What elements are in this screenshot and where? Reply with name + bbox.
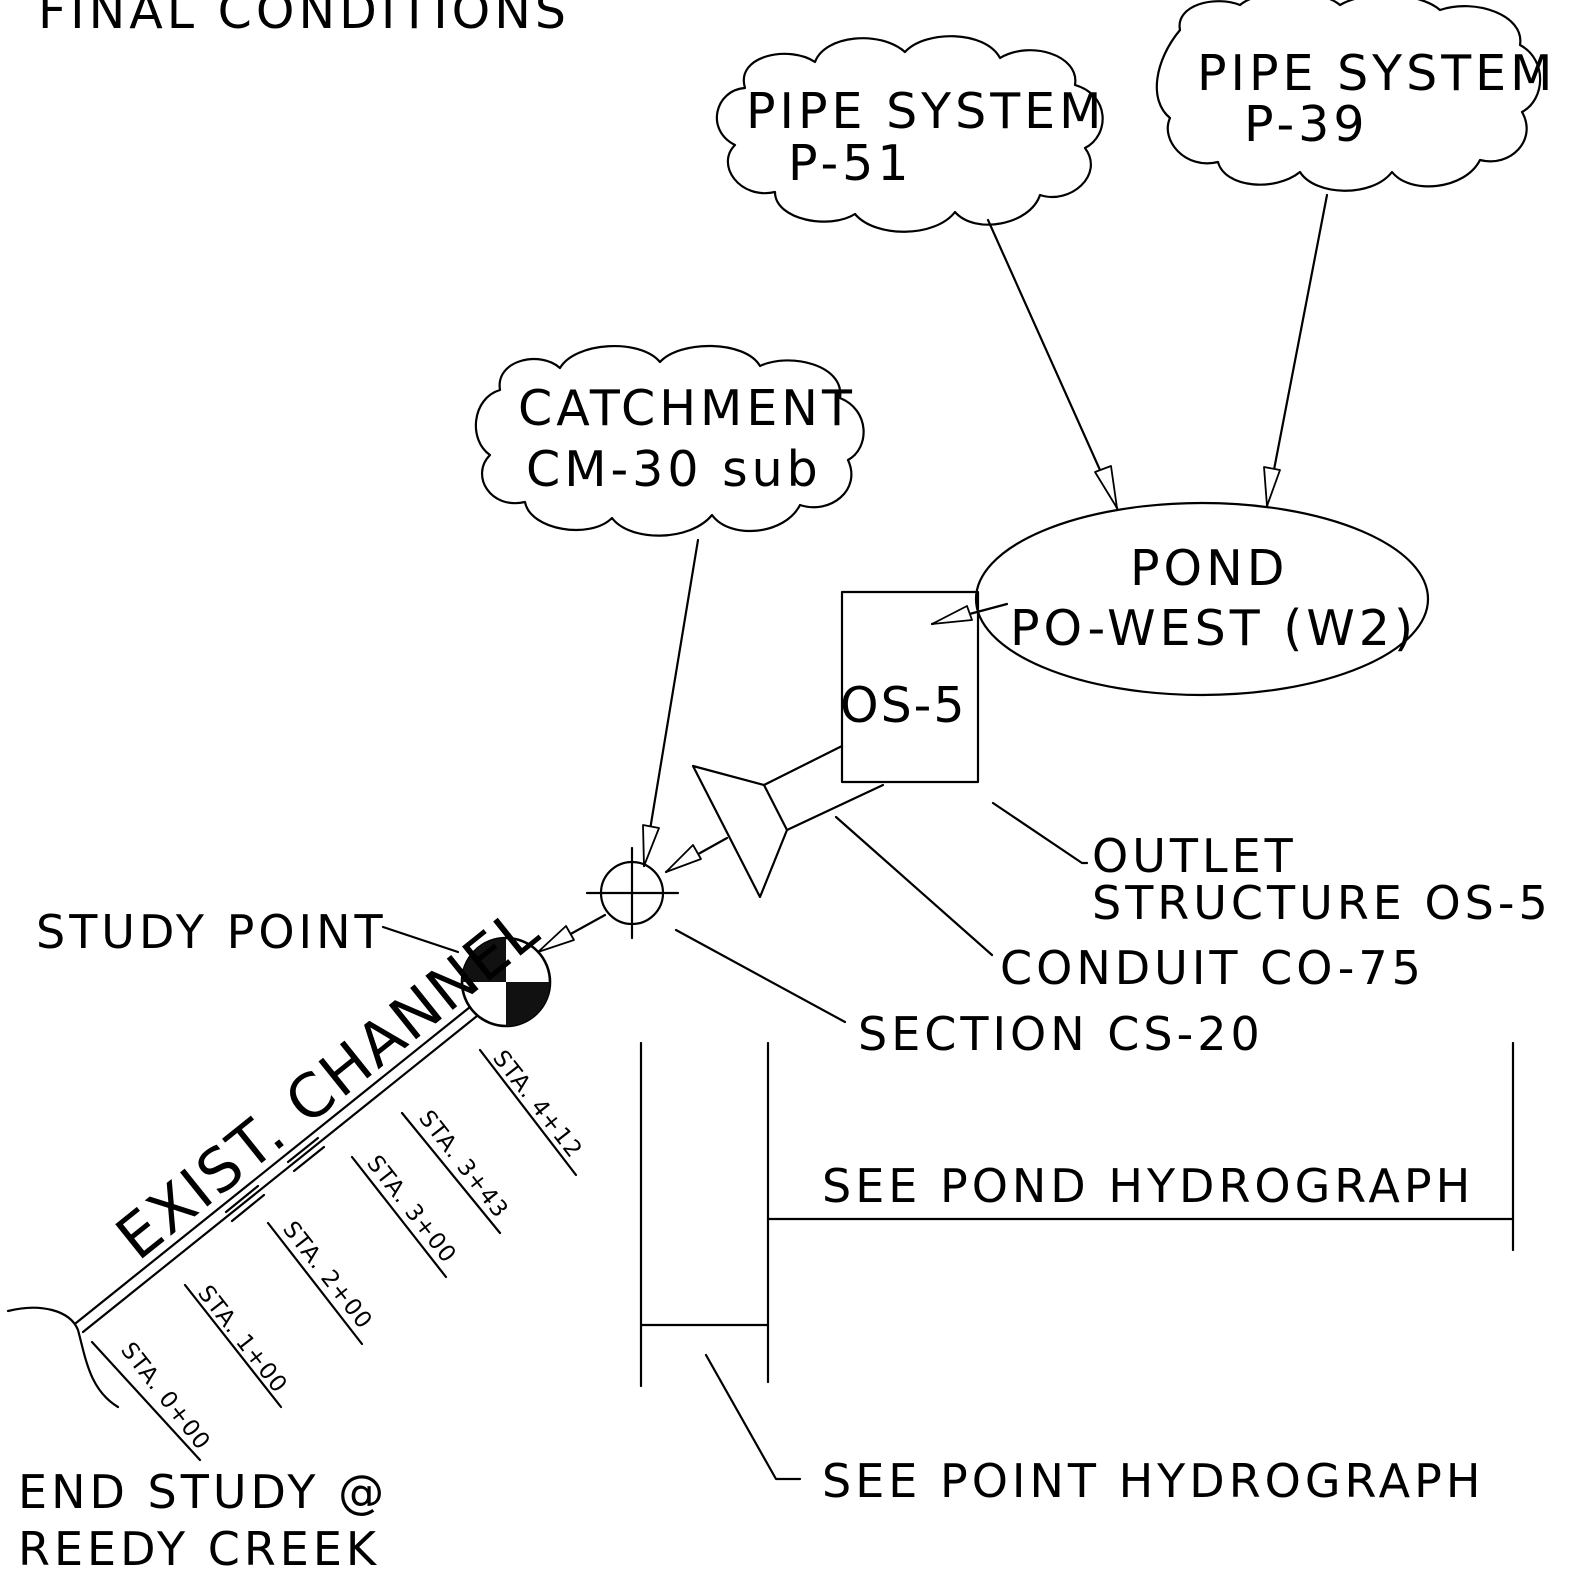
channel-break-mark <box>224 1184 260 1214</box>
pipe-system-p51-node[interactable]: PIPE SYSTEM P-51 <box>715 35 1106 233</box>
end-study-line1: END STUDY @ <box>18 1465 388 1519</box>
catchment-line2: CM-30 sub <box>526 441 822 498</box>
station-label-2: STA. 2+00 <box>277 1217 377 1335</box>
pipe-system-p51-line2: P-51 <box>788 135 913 192</box>
conduit-line-bottom <box>785 783 885 832</box>
station-tick-4 <box>400 1111 502 1235</box>
section-cs20-node[interactable] <box>585 846 680 940</box>
channel-break-mark <box>292 1145 326 1173</box>
conduit-label: CONDUIT CO-75 <box>1000 941 1425 995</box>
pipe-system-p51-line1: PIPE SYSTEM <box>746 83 1105 140</box>
flow-line-p51-to-pond <box>986 218 1119 510</box>
callout-leaders <box>381 801 1089 1024</box>
station-tick-1 <box>183 1283 283 1409</box>
cloud-shape <box>1155 0 1542 192</box>
end-study-line2: REEDY CREEK <box>18 1522 380 1575</box>
flow-line-p39-to-pond <box>1265 193 1329 508</box>
flow-arrows <box>642 193 1329 868</box>
station-label-4: STA. 3+43 <box>413 1106 513 1224</box>
hydrograph-references <box>639 1041 1515 1481</box>
outlet-structure-label-line2: STRUCTURE OS-5 <box>1092 876 1552 930</box>
leader-point-hydrograph <box>704 1353 802 1481</box>
study-point-label: STUDY POINT <box>36 905 387 959</box>
leader-outlet-structure <box>991 801 1089 865</box>
outlet-box-label: OS-5 <box>840 677 967 734</box>
catchment-line1: CATCHMENT <box>518 380 856 437</box>
station-ticks <box>90 1048 578 1462</box>
channel-line-2 <box>81 1014 479 1334</box>
flow-section-to-study-point <box>536 913 607 954</box>
arrowhead <box>1263 466 1281 507</box>
cloud-shape <box>474 344 865 537</box>
see-pond-hydrograph-label[interactable]: SEE POND HYDROGRAPH <box>822 1159 1474 1213</box>
diagram-title: FINAL CONDITIONS <box>38 0 570 40</box>
pipe-system-p39-line1: PIPE SYSTEM <box>1197 45 1556 102</box>
station-tick-0 <box>90 1340 202 1462</box>
cloud-shape <box>715 35 1104 233</box>
catchment-cm30-node[interactable]: CATCHMENT CM-30 sub <box>474 344 865 537</box>
station-label-0: STA. 0+00 <box>115 1338 215 1456</box>
station-tick-2 <box>266 1221 364 1346</box>
pipe-system-p39-node[interactable]: PIPE SYSTEM P-39 <box>1155 0 1557 192</box>
arrowhead <box>537 925 575 953</box>
see-point-hydrograph-label[interactable]: SEE POINT HYDROGRAPH <box>822 1454 1484 1508</box>
study-point-quadrant-tl <box>462 938 506 982</box>
flow-line-catchment-to-section <box>642 538 700 868</box>
leader-section <box>674 928 847 1024</box>
station-tick-3 <box>350 1155 448 1279</box>
leader-conduit <box>834 815 994 957</box>
pond-ellipse <box>974 501 1430 697</box>
station-tick-5 <box>478 1048 578 1177</box>
outlet-structure-label-line1: OUTLET <box>1092 829 1297 883</box>
leader-study-point <box>381 925 460 954</box>
study-point-node[interactable] <box>460 936 552 1028</box>
pipe-system-p39-line2: P-39 <box>1244 96 1369 153</box>
channel-break-mark <box>230 1193 266 1223</box>
pond-line1: POND <box>1130 540 1289 597</box>
pond-line2: PO-WEST (W2) <box>1010 600 1417 657</box>
pond-po-west-node[interactable]: POND PO-WEST (W2) <box>974 501 1430 697</box>
arrowhead <box>1094 465 1118 509</box>
station-label-5: STA. 4+12 <box>487 1046 587 1164</box>
arrowhead <box>931 605 973 625</box>
arrowhead <box>665 844 702 873</box>
conduit-line-top <box>762 744 844 787</box>
channel-label-mask <box>147 981 453 1239</box>
outlet-box <box>840 590 980 784</box>
conduit-co75[interactable] <box>664 744 885 899</box>
channel-break-mark <box>286 1136 320 1164</box>
reedy-creek-line <box>6 1306 120 1409</box>
flared-end-section <box>691 764 789 899</box>
arrowhead <box>642 824 660 867</box>
section-label: SECTION CS-20 <box>858 1007 1264 1061</box>
station-label-1: STA. 1+00 <box>192 1281 292 1399</box>
study-point-quadrant-br <box>506 982 550 1026</box>
outlet-structure-os5-node[interactable]: OS-5 <box>840 590 980 784</box>
channel-line-1 <box>74 1005 472 1325</box>
